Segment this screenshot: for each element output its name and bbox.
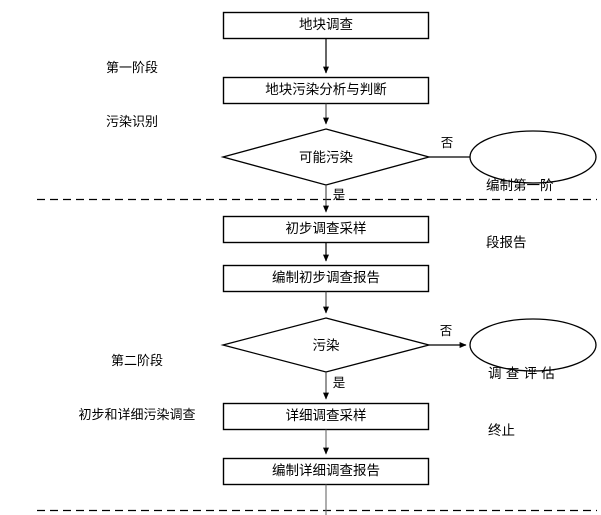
terminator-stop-line2: 终止 (488, 423, 515, 439)
edge-label-no-1: 否 (440, 135, 454, 150)
stage-2-line1: 第二阶段 (110, 354, 163, 369)
box-preliminary-sampling-shape (222, 215, 430, 244)
box-detailed-report[interactable]: 编制详细调查报告 (272, 463, 380, 479)
box-site-survey[interactable]: 地块调查 (299, 17, 353, 33)
edge-label-no-2: 否 (439, 323, 453, 338)
terminator-stop-shape (469, 318, 597, 372)
terminator-phase1-report-line1: 编制第一阶 (486, 178, 554, 194)
decision-possible-pollution[interactable]: 可能污染 (299, 150, 353, 166)
box-detailed-sampling[interactable]: 详细调查采样 (285, 408, 367, 424)
edge-label-yes-1: 是 (332, 187, 346, 202)
stage-2-label: 第二阶段 初步和详细污染调查 (63, 317, 211, 461)
edge-label-yes-2: 是 (332, 375, 346, 390)
box-detailed-report-shape (222, 457, 430, 486)
terminator-phase1-report[interactable]: 编制第一阶 段报告 (486, 139, 586, 291)
terminator-stop[interactable]: 调 查 评 估 终止 (488, 327, 588, 479)
terminator-phase1-report-line2: 段报告 (486, 235, 527, 251)
box-pollution-analysis[interactable]: 地块污染分析与判断 (265, 82, 387, 98)
box-preliminary-report-shape (222, 264, 430, 293)
stage-1-line2: 污染识别 (105, 115, 158, 130)
box-preliminary-report[interactable]: 编制初步调查报告 (272, 270, 380, 286)
stage-1-label: 第一阶段 污染识别 (76, 24, 188, 168)
terminator-stop-line1: 调 查 评 估 (488, 366, 555, 382)
stage-1-line1: 第一阶段 (105, 61, 158, 76)
stage-2-line2: 初步和详细污染调查 (78, 408, 196, 423)
decision-pollution[interactable]: 污染 (312, 338, 340, 354)
box-preliminary-sampling[interactable]: 初步调查采样 (285, 221, 367, 237)
